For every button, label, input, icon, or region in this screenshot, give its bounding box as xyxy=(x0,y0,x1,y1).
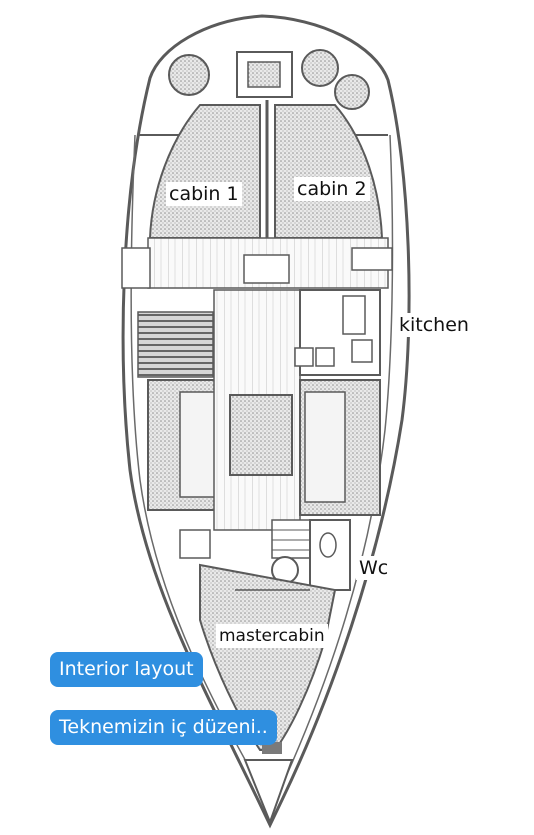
nav-table xyxy=(137,311,214,378)
locker-left xyxy=(121,247,151,289)
forward-hatch-right xyxy=(301,49,339,87)
label-mastercabin: mastercabin xyxy=(216,624,328,648)
aft-locker xyxy=(179,529,211,559)
mast-step xyxy=(243,254,290,284)
wc-basin xyxy=(319,532,337,558)
label-kitchen: kitchen xyxy=(396,313,472,337)
stern-transom xyxy=(243,759,294,825)
stove xyxy=(342,295,366,335)
label-cabin2: cabin 2 xyxy=(294,177,370,201)
label-wc: Wc xyxy=(356,556,392,580)
label-cabin1: cabin 1 xyxy=(166,182,242,206)
settee-starboard-cushion xyxy=(304,391,346,503)
inner-hull-line xyxy=(130,134,394,791)
sink-1 xyxy=(294,347,314,367)
locker-right xyxy=(351,247,393,271)
forward-hatch-left xyxy=(168,54,210,96)
caption-tekne-duzeni: Teknemizin iç düzeni.. xyxy=(50,710,277,745)
anchor-locker-inner xyxy=(247,61,281,88)
rudder-post xyxy=(262,742,282,754)
caption-interior-layout: Interior layout xyxy=(50,652,203,687)
saloon-table xyxy=(229,394,293,476)
fridge xyxy=(351,339,373,363)
sink-2 xyxy=(315,347,335,367)
forward-hatch-right-2 xyxy=(334,74,370,110)
companionway xyxy=(271,519,311,559)
